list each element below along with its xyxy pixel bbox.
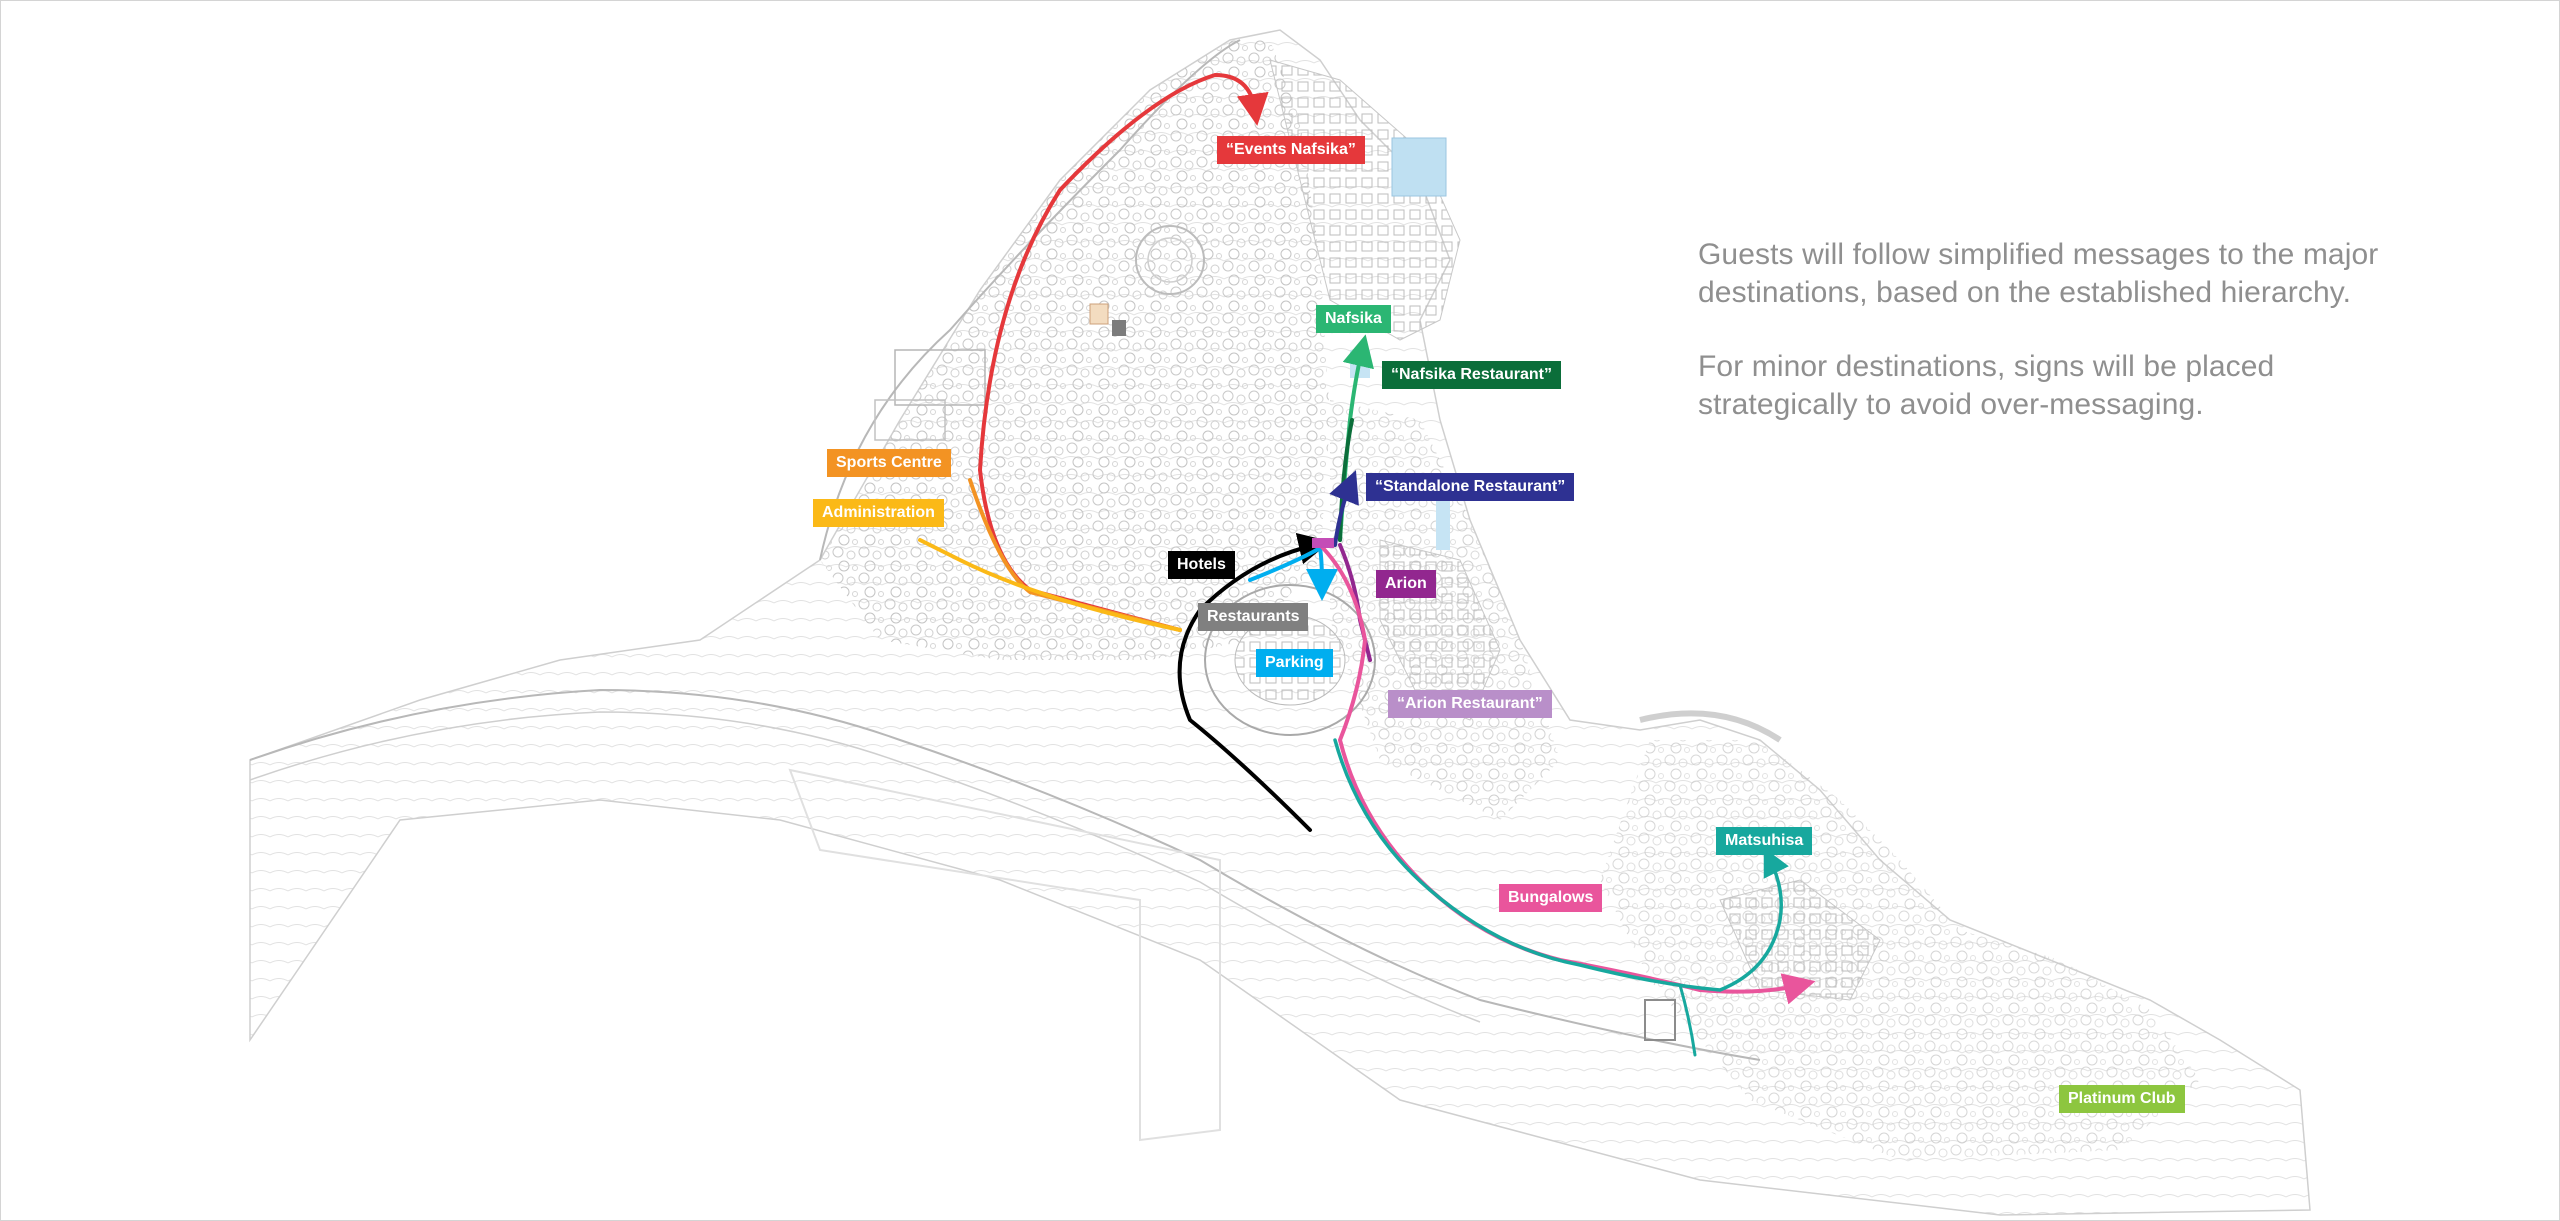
site-markers — [1089, 303, 1676, 1041]
route-platinum — [1678, 983, 1697, 1057]
label-platinum-club: Platinum Club — [2059, 1085, 2185, 1113]
label-standalone-restaurant: “Standalone Restaurant” — [1366, 473, 1575, 501]
label-bungalows: Bungalows — [1499, 884, 1603, 912]
label-sports-centre: Sports Centre — [827, 449, 951, 477]
label-matsuhisa: Matsuhisa — [1716, 827, 1813, 855]
caption-paragraph-1: Guests will follow simplified messages t… — [1698, 238, 2379, 309]
label-administration: Administration — [813, 499, 944, 527]
label-events-nafsika: “Events Nafsika” — [1217, 136, 1365, 164]
label-parking: Parking — [1256, 649, 1333, 677]
caption-paragraph-2: For minor destinations, signs will be pl… — [1698, 350, 2275, 421]
route-events-nafsika — [978, 73, 1269, 632]
route-matsuhisa — [1333, 738, 1789, 992]
caption: Guests will follow simplified messages t… — [1698, 236, 2398, 460]
label-hotels: Hotels — [1168, 551, 1235, 579]
route-administration — [918, 538, 1182, 632]
label-arion: Arion — [1376, 570, 1436, 598]
label-arion-restaurant: “Arion Restaurant” — [1388, 690, 1552, 718]
route-standalone — [1329, 470, 1359, 547]
label-nafsika: Nafsika — [1316, 305, 1391, 333]
label-restaurants: Restaurants — [1198, 603, 1309, 631]
route-hotels — [1177, 533, 1331, 832]
route-parking — [1248, 546, 1338, 601]
routes — [918, 73, 1816, 1057]
label-nafsika-restaurant: “Nafsika Restaurant” — [1382, 361, 1561, 389]
